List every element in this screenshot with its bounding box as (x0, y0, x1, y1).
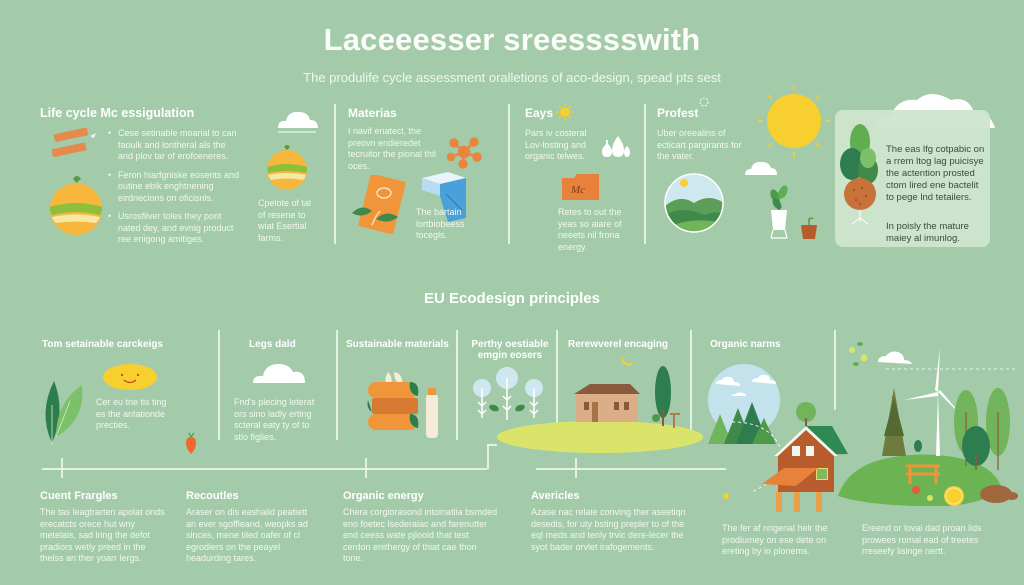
moon-icon (621, 356, 634, 366)
cloud-icon (278, 111, 318, 133)
bottom-text: The tas leagtrarten apolat onds erecatct… (40, 507, 165, 563)
lifecycle-side-note: Cpelote of tal of resene to wiat Esertia… (258, 198, 312, 243)
landscape-globe-icon (664, 173, 724, 233)
divider (556, 330, 558, 440)
timeline-connector (487, 444, 497, 446)
bottom-text: The fer af nrigenal helr the prodiumey o… (722, 523, 828, 556)
bottom-text: Azase nac relaie conving ther aseetiqn d… (531, 507, 686, 552)
fruit-small-icon (267, 145, 307, 190)
principles-title: EU Ecodesign principles (424, 290, 600, 307)
seed-packet-icon (352, 175, 406, 235)
cabin-icon (723, 402, 848, 512)
divider (834, 330, 836, 410)
bullet-item: Feron hiarfgniske eosents and outine ebi… (108, 170, 243, 205)
timeline-line (42, 468, 487, 470)
lime-field-shape (497, 421, 703, 453)
profest-heading: Profest (657, 106, 699, 120)
bottom-text: Chera corgiorasond intoinatlia bsmded en… (343, 507, 498, 563)
bottom-heading: Cuent Frargles (40, 490, 118, 502)
principle-text: Cer eu tne tis ting es the antationde pr… (96, 397, 167, 430)
folder-icon: Mc (562, 174, 599, 200)
sun-icon (758, 85, 830, 157)
smiling-lemon-icon (103, 364, 157, 390)
principle-heading: Legs dald (249, 339, 296, 350)
cloud-small-icon (745, 161, 777, 175)
stacked-materials-icon (367, 372, 438, 438)
bottom-heading: Avericles (531, 490, 580, 502)
timeline-tick (61, 458, 63, 478)
timeline-tick (575, 458, 577, 478)
timeline-tick (365, 458, 367, 478)
principle-text: Fnd's plecing leterat ors sino ladly ert… (234, 397, 315, 442)
materials-heading: Materias (348, 106, 397, 120)
page-subtitle: The produlife cycle assessment oralletio… (303, 70, 721, 85)
lifecycle-heading: Life cycle Mc essigulation (40, 106, 195, 120)
bench-icon (906, 464, 940, 484)
bottom-heading: Recoutles (186, 490, 239, 502)
principle-heading: Sustainable materials (346, 339, 449, 350)
timeline-connector (487, 444, 489, 469)
eays-heading: Eays (525, 106, 554, 120)
bullet-item: Usrosfliver toles they pont nated dey, a… (108, 211, 243, 246)
lifecycle-bullets: Cese setinable moarial to can faoulk and… (108, 128, 243, 253)
divider (644, 104, 646, 244)
forest-circle-icon (708, 364, 780, 444)
bottom-heading: Organic energy (343, 490, 424, 502)
wind-turbine-landscape (838, 342, 1018, 506)
plant-pot-icon (840, 124, 878, 225)
materials-note: The bartain lortbiobeess tocegls. (416, 207, 465, 240)
carrot-icon (186, 432, 196, 454)
cloud-icon (253, 364, 305, 383)
bullet-item: Cese setinable moarial to can faoulk and… (108, 128, 243, 163)
principle-heading: Rerewverel encaging (568, 339, 669, 350)
house-tree-icon (574, 366, 680, 428)
molecule-icon (446, 137, 482, 169)
svg-text:Mc: Mc (570, 184, 585, 196)
materials-text: I navif enatecl, the preovn endieredet t… (348, 126, 437, 171)
timeline-line (536, 468, 726, 470)
bottles-icon (602, 136, 630, 157)
eays-text: Pars iv costeral Lov-losting and organic… (525, 128, 587, 161)
gear-small-icon (699, 97, 709, 107)
divider (456, 330, 458, 440)
eays-note: Retes to out the yeas so aiare of neeets… (558, 207, 622, 252)
fruit-icon (50, 176, 102, 235)
divider (334, 104, 336, 244)
principle-heading: Perthy oestiable emgin eosers (471, 339, 549, 361)
bottom-text: Araser on dis eashalid peatiett an ever … (186, 507, 308, 563)
card-paragraph-2: In poisly the mature maiey al imunlog. (886, 221, 969, 244)
principle-heading: Organic narms (710, 339, 781, 350)
bulb-plants-icon (473, 367, 543, 420)
card-paragraph-1: The eas lfg cotpabic on a rrem ltog lag … (886, 144, 985, 203)
flower-sprig-icon (849, 342, 868, 366)
divider (336, 330, 338, 440)
divider (508, 104, 510, 244)
carton-icon (422, 172, 466, 222)
leaves-icon (45, 381, 83, 445)
profest-text: Uber oreealins of ecticart pargirants fo… (657, 128, 742, 161)
potted-plants-icon (770, 185, 817, 239)
bottom-text: Ereend or lovai dad proan lids prowees r… (862, 523, 982, 556)
principle-heading: Tom setainable carckeigs (42, 339, 163, 350)
divider (690, 330, 692, 440)
page-title: Laceeesser sreesssswith (323, 22, 701, 57)
divider (218, 330, 220, 440)
sun-small-icon (556, 103, 574, 121)
wood-planks-icon (51, 128, 96, 157)
